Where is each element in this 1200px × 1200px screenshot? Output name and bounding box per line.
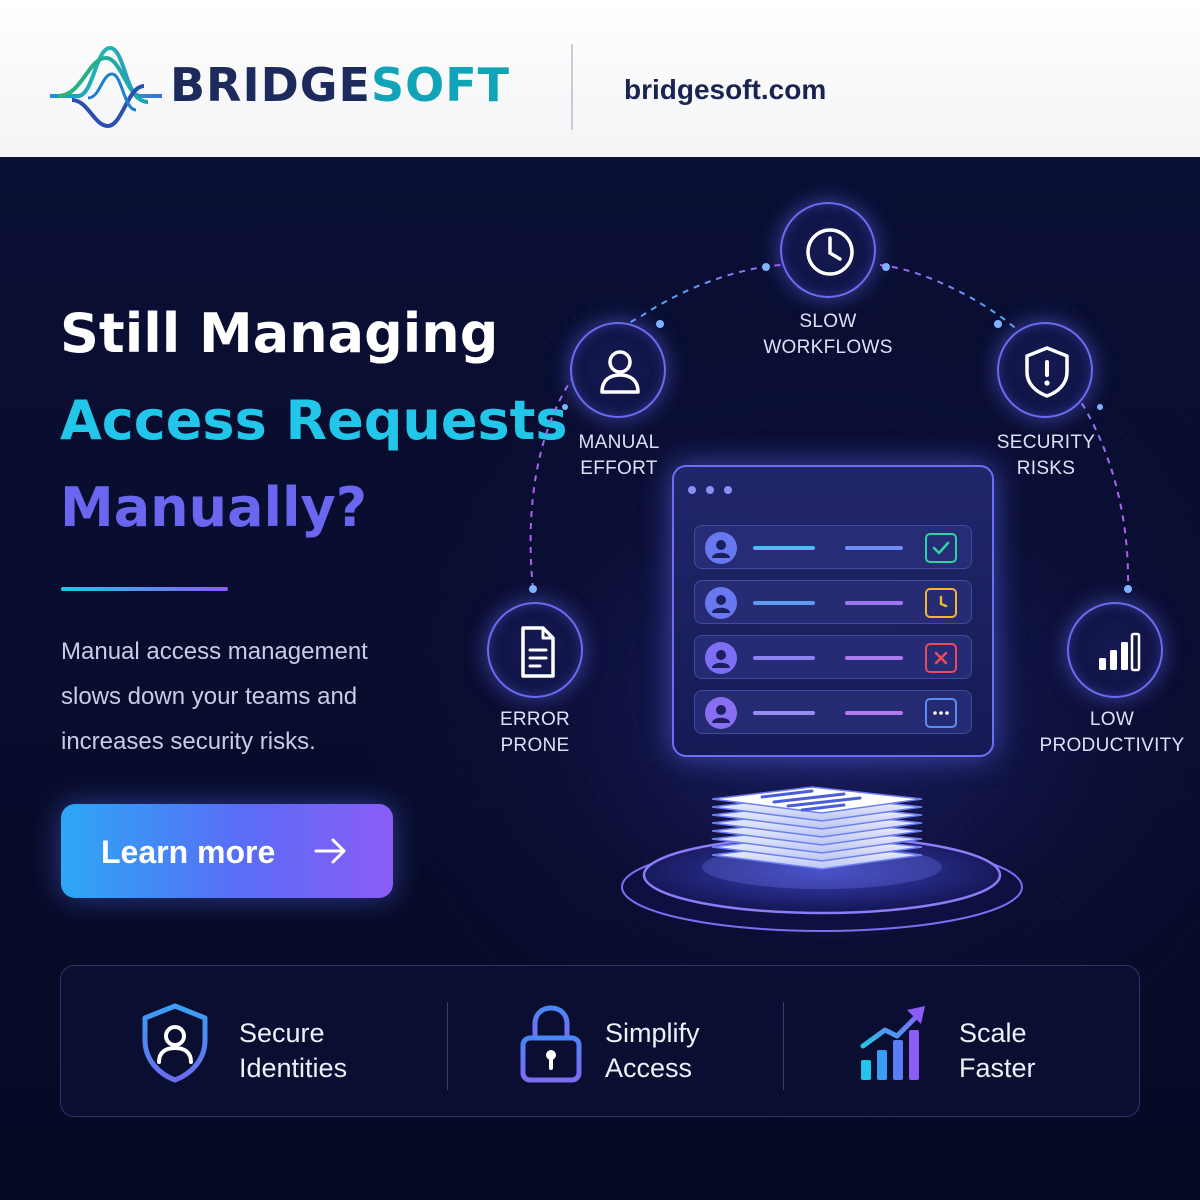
learn-more-label: Learn more	[101, 834, 276, 870]
feature-simplify-access: Simplify Access	[447, 966, 783, 1118]
feature-secure-identities: Secure Identities	[61, 966, 447, 1118]
manual-effort-node	[570, 322, 666, 418]
request-row	[694, 690, 972, 734]
body-line-3: increases security risks.	[61, 728, 316, 755]
error-prone-node	[487, 602, 583, 698]
shield-user-icon	[142, 1003, 208, 1083]
brand-name-part1: BRIDGE	[170, 58, 371, 112]
body-copy: Manual access management slows down your…	[61, 629, 421, 764]
avatar-icon	[705, 697, 737, 729]
clock-icon	[925, 588, 957, 618]
learn-more-button[interactable]: Learn more	[61, 804, 393, 898]
avatar-icon	[705, 587, 737, 619]
access-requests-window	[672, 465, 994, 757]
user-icon	[600, 350, 640, 394]
request-row	[694, 635, 972, 679]
headline-line-2: Access Requests	[60, 389, 568, 452]
slow-workflows-label: SLOW WORKFLOWS	[763, 311, 893, 358]
window-controls	[688, 481, 742, 499]
headline-underline	[61, 587, 228, 591]
headline-line-3: Manually?	[60, 476, 368, 539]
low-productivity-label: LOW PRODUCTIVITY	[1039, 709, 1185, 756]
brand-name-part2: SOFT	[370, 58, 511, 112]
growth-chart-icon	[860, 1006, 925, 1080]
feature-divider	[447, 1002, 448, 1090]
header-bar: BRIDGESOFT bridgesoft.com	[0, 0, 1200, 157]
request-row	[694, 525, 972, 569]
x-icon	[925, 643, 957, 673]
body-line-2: slows down your teams and	[61, 683, 358, 710]
feature-divider	[783, 1002, 784, 1090]
access-request-illustration: SLOW WORKFLOWS MANUAL EFFORT SECURITY RI…	[0, 157, 1200, 1200]
request-row	[694, 580, 972, 624]
check-icon	[925, 533, 957, 563]
slow-workflows-node	[780, 202, 876, 298]
brand-name: BRIDGESOFT	[170, 62, 510, 108]
feature-title: Simplify Access	[605, 1018, 700, 1083]
shield-alert-icon	[1025, 346, 1069, 398]
more-icon	[925, 698, 957, 728]
bridgesoft-logo-icon	[50, 45, 162, 129]
avatar-icon	[705, 532, 737, 564]
hero-section: Still Managing Access Requests Manually?…	[0, 157, 1200, 1200]
arrow-right-icon	[314, 838, 346, 864]
clock-icon	[806, 228, 854, 276]
security-risks-node	[997, 322, 1093, 418]
feature-title: Secure Identities	[239, 1018, 348, 1083]
error-prone-label: ERROR PRONE	[499, 709, 571, 756]
manual-effort-label: MANUAL EFFORT	[578, 432, 660, 479]
body-line-1: Manual access management	[61, 638, 368, 665]
feature-scale-faster: Scale Faster	[783, 966, 1139, 1118]
feature-strip: Secure Identities Simplify Access	[60, 965, 1140, 1117]
header-divider	[571, 44, 573, 130]
security-risks-label: SECURITY RISKS	[996, 432, 1096, 479]
feature-title: Scale Faster	[959, 1018, 1036, 1083]
low-productivity-node	[1067, 602, 1163, 698]
website-link[interactable]: bridgesoft.com	[624, 74, 827, 105]
headline-line-1: Still Managing	[60, 302, 499, 365]
document-stack-platform	[621, 786, 1023, 932]
bar-chart-icon	[1099, 632, 1141, 672]
avatar-icon	[705, 642, 737, 674]
document-icon	[521, 626, 555, 678]
padlock-icon	[520, 1005, 582, 1083]
